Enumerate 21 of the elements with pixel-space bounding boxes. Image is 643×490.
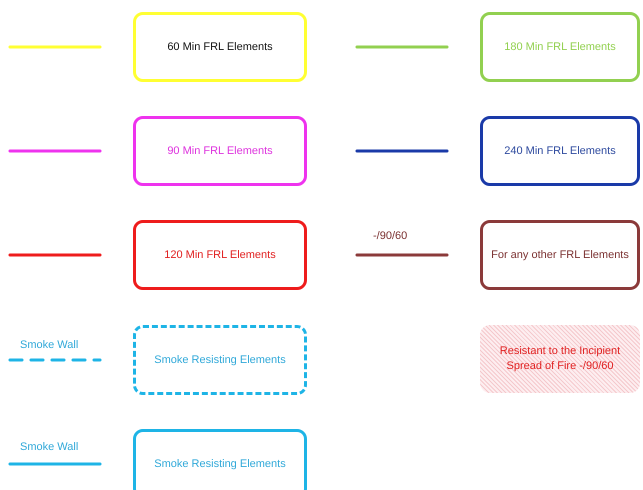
box-label: Smoke Resisting Elements xyxy=(153,352,287,368)
box-label: 240 Min FRL Elements xyxy=(503,144,617,158)
hatched-box xyxy=(480,325,640,393)
box-label: 60 Min FRL Elements xyxy=(166,40,274,54)
box-label: 90 Min FRL Elements xyxy=(166,144,274,158)
rounded-box xyxy=(133,429,307,490)
line-label: Smoke Wall xyxy=(20,339,78,351)
rounded-box xyxy=(133,12,307,82)
rounded-box xyxy=(133,116,307,186)
rounded-box xyxy=(480,116,640,186)
line-label: -/90/60 xyxy=(373,230,408,242)
box-label: 120 Min FRL Elements xyxy=(163,248,277,262)
rounded-box xyxy=(133,325,307,395)
box-label: Smoke Resisting Elements xyxy=(153,456,287,472)
rounded-box xyxy=(480,12,640,82)
box-label: For any other FRL Elements xyxy=(490,248,630,262)
rounded-box xyxy=(480,220,640,290)
box-label: 180 Min FRL Elements xyxy=(503,40,617,54)
line-label: Smoke Wall xyxy=(20,441,78,453)
rounded-box xyxy=(133,220,307,290)
box-label: Resistant to the Incipient Spread of Fire -/90/60 xyxy=(498,344,622,374)
